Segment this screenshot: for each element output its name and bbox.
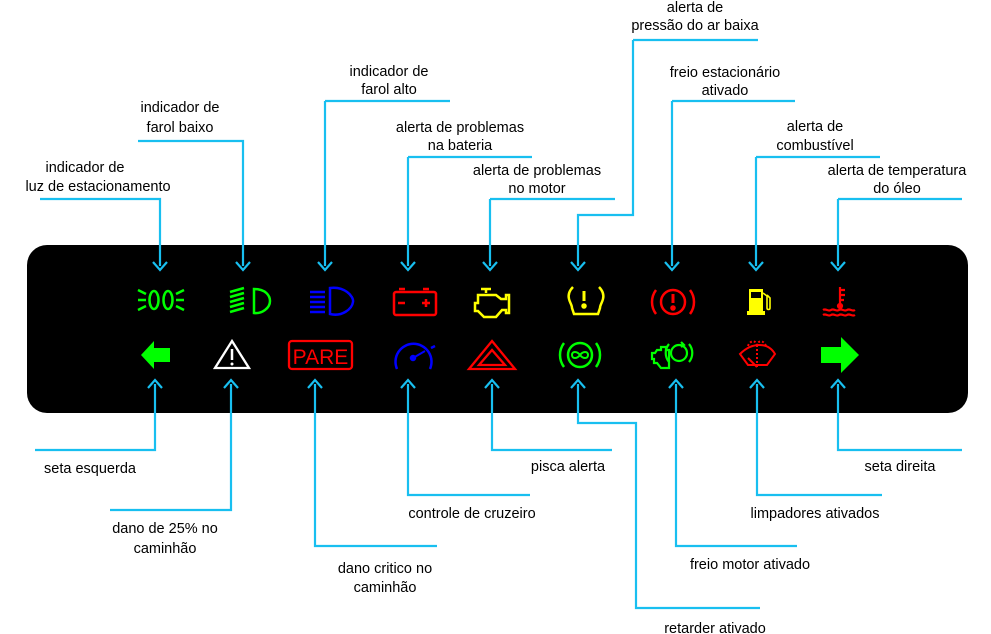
parking-brake-icon <box>650 288 696 316</box>
low-air-pressure-icon <box>567 286 605 316</box>
low-beam-icon <box>229 286 272 315</box>
top-arrowheads <box>152 261 846 272</box>
label-right-turn: seta direita <box>865 459 937 475</box>
wiper-icon <box>738 340 777 368</box>
high-beam-icon <box>310 286 355 316</box>
label-retarder: retarder ativado <box>664 621 766 634</box>
cruise-control-icon <box>394 342 436 370</box>
label-engine-brake: freio motor ativado <box>690 557 810 573</box>
label-cruise-control: controle de cruzeiro <box>408 506 535 522</box>
engine-brake-icon <box>650 341 694 370</box>
engine-icon <box>473 287 511 319</box>
parking-light-icon <box>137 288 185 312</box>
hazard-icon <box>466 339 518 371</box>
bottom-arrowheads <box>147 378 846 389</box>
label-left-turn: seta esquerda <box>44 461 137 477</box>
bottom-leader-lines <box>35 384 962 610</box>
left-turn-arrow-icon <box>141 341 170 369</box>
dashboard-panel <box>27 245 968 413</box>
battery-icon <box>392 287 438 317</box>
pare-critical-damage-icon: PARE <box>287 339 354 371</box>
pare-text: PARE <box>293 346 349 369</box>
oil-temperature-icon <box>822 287 856 317</box>
retarder-icon <box>558 341 602 369</box>
top-leader-lines <box>40 38 962 266</box>
damage-warning-icon <box>212 338 252 370</box>
label-wipers: limpadores ativados <box>751 506 880 522</box>
right-turn-arrow-icon <box>821 337 859 373</box>
fuel-icon <box>747 289 771 315</box>
label-hazard: pisca alerta <box>531 459 606 475</box>
